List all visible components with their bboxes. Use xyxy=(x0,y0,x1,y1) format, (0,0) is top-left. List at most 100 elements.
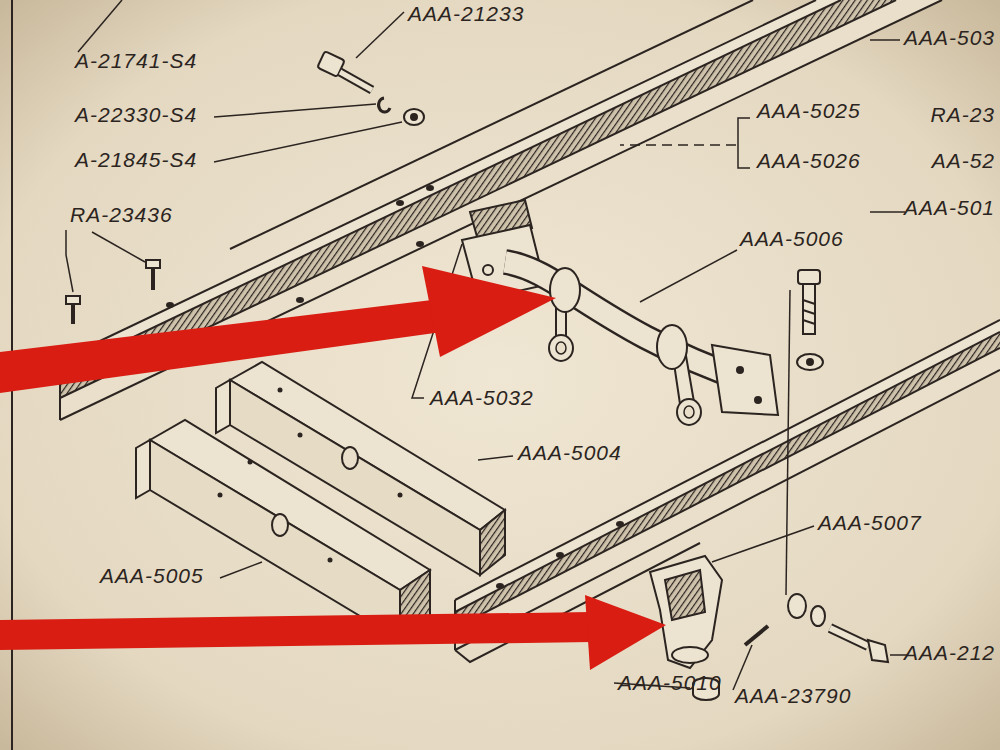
lower-frame-rail xyxy=(557,553,563,557)
upper-frame-rail xyxy=(60,0,816,360)
part-number: RA-23 xyxy=(930,103,995,127)
part-number: AAA-5032 xyxy=(430,386,534,410)
cross-member-tube xyxy=(677,399,701,425)
upper-frame-rail xyxy=(297,298,303,302)
leader-lines xyxy=(214,104,376,117)
bolts xyxy=(340,72,372,90)
part-number: RA-23436 xyxy=(70,203,173,227)
cross-beam xyxy=(150,440,400,640)
cross-beam xyxy=(218,493,223,498)
bolts xyxy=(807,359,813,365)
cross-member-tube xyxy=(550,268,580,312)
cross-member-tube xyxy=(684,406,694,418)
bolts xyxy=(811,606,825,626)
part-number: AAA-501 xyxy=(904,196,995,220)
bolts xyxy=(797,354,823,370)
bolts xyxy=(803,320,815,324)
leader-lines xyxy=(733,645,752,690)
red-arrow xyxy=(422,266,556,357)
cross-beam xyxy=(272,514,288,536)
cross-member-tube xyxy=(657,325,687,369)
bolts xyxy=(803,310,815,314)
part-number: A-21845-S4 xyxy=(75,148,197,172)
lower-frame-rail xyxy=(455,320,1000,600)
bolts xyxy=(830,628,868,646)
bolts xyxy=(798,270,820,284)
cross-member-tube xyxy=(556,342,566,354)
bolts xyxy=(786,290,790,595)
lower-frame-rail xyxy=(455,320,1000,612)
red-arrow xyxy=(0,612,592,650)
cross-beam xyxy=(298,433,303,438)
leader-lines xyxy=(870,211,905,213)
leader-lines xyxy=(214,122,402,162)
leader-lines xyxy=(220,562,262,578)
leader-lines xyxy=(66,230,73,292)
cross-beam xyxy=(136,440,150,498)
bolts xyxy=(71,304,75,324)
upper-frame-rail xyxy=(60,0,841,372)
part-number: AAA-5026 xyxy=(757,149,861,173)
upper-frame-rail xyxy=(397,201,403,205)
spring-bracket xyxy=(650,556,722,668)
part-number: AAA-21233 xyxy=(408,2,524,26)
cross-member-tube xyxy=(505,262,745,380)
cross-beam xyxy=(278,388,283,393)
cross-beam xyxy=(216,380,230,433)
cross-member-tube xyxy=(549,335,573,361)
bolts xyxy=(340,72,372,90)
upper-frame-rail xyxy=(230,0,753,249)
red-arrow xyxy=(0,266,556,393)
lower-frame-rail xyxy=(455,332,1000,612)
leader-lines xyxy=(738,118,750,168)
leader-lines xyxy=(640,250,737,302)
leader-lines xyxy=(870,39,900,41)
lower-frame-rail xyxy=(455,332,1000,628)
cross-beam xyxy=(328,558,333,563)
red-arrow xyxy=(585,595,666,670)
bolts xyxy=(788,594,806,618)
bolts xyxy=(803,284,815,334)
part-number: AAA-5006 xyxy=(740,227,844,251)
part-number: AAA-5010 xyxy=(618,671,722,695)
leader-lines xyxy=(712,526,814,562)
cross-beam xyxy=(136,420,430,640)
upper-frame-rail xyxy=(427,186,433,190)
cross-beam xyxy=(248,460,253,465)
spring-bracket xyxy=(665,570,705,620)
part-number: AAA-5025 xyxy=(757,99,861,123)
upper-frame-rail xyxy=(167,303,173,307)
bolts xyxy=(146,260,160,268)
part-number: AAA-5004 xyxy=(518,441,622,465)
cross-member-tube xyxy=(712,345,778,415)
part-number: AAA-212 xyxy=(904,641,995,665)
part-number: A-21741-S4 xyxy=(75,49,197,73)
bolts xyxy=(803,300,815,304)
upper-frame-rail xyxy=(417,242,423,246)
part-number: AAA-5005 xyxy=(100,564,204,588)
bolts xyxy=(379,98,390,112)
part-number: AA-52 xyxy=(932,149,995,173)
lower-frame-rail xyxy=(497,584,503,588)
spring-bracket xyxy=(672,647,708,663)
leader-lines xyxy=(92,232,145,262)
spring-bracket xyxy=(745,626,768,645)
lower-frame-rail xyxy=(617,522,623,526)
cross-member-tube xyxy=(483,265,493,275)
red-arrow xyxy=(0,595,666,670)
bolts xyxy=(66,296,80,304)
lower-frame-rail xyxy=(455,320,1000,662)
cross-beam xyxy=(342,447,358,469)
part-number: AAA-503 xyxy=(904,26,995,50)
red-arrow xyxy=(0,300,442,393)
part-number: A-22330-S4 xyxy=(75,103,197,127)
bolts xyxy=(830,628,868,646)
cross-member-tube xyxy=(505,262,745,380)
leader-lines xyxy=(356,12,404,58)
bolts xyxy=(868,640,888,662)
leader-lines xyxy=(620,144,736,146)
bolts xyxy=(411,114,417,120)
cross-member-tube xyxy=(736,366,744,374)
leader-lines xyxy=(78,0,122,52)
